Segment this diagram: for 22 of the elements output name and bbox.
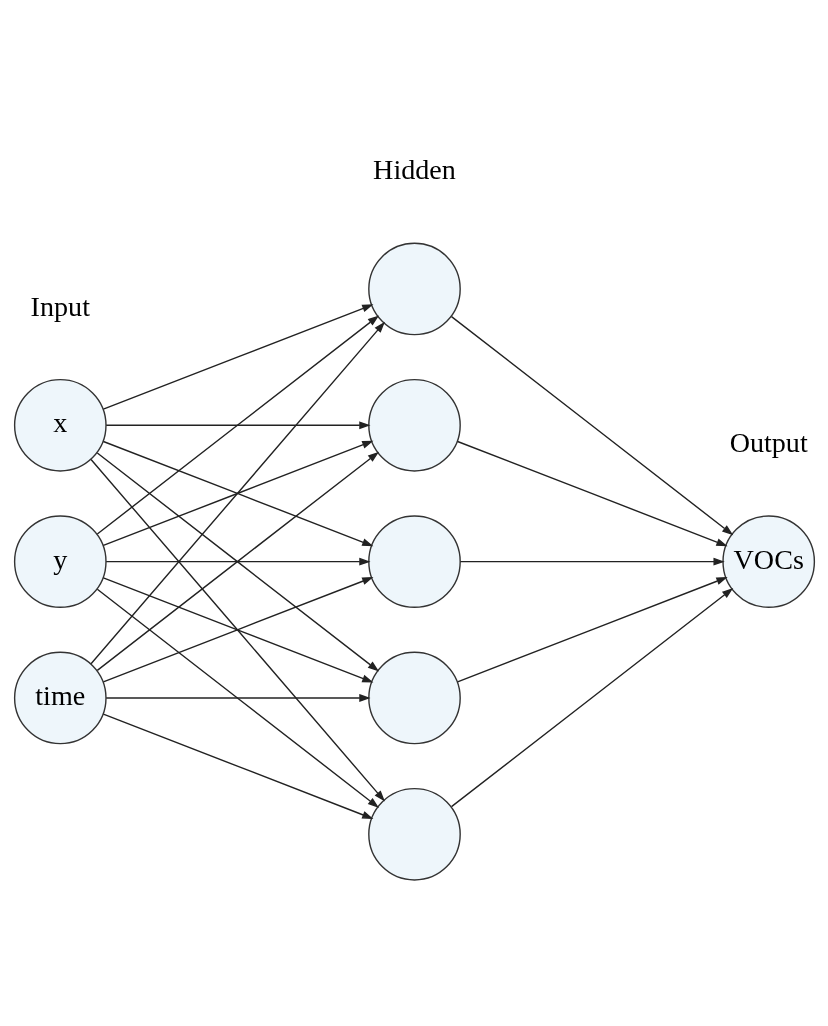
node-circle: x — [13, 378, 107, 472]
arrow — [105, 693, 371, 702]
node-circle: y — [13, 514, 107, 608]
arrow — [89, 458, 385, 802]
node-circle — [367, 514, 461, 608]
arrow — [102, 303, 373, 410]
node-circle: time — [13, 651, 107, 744]
arrow — [456, 440, 728, 546]
arrow — [89, 321, 385, 664]
arrow — [459, 557, 725, 566]
label: Output — [729, 426, 808, 458]
label: Hidden — [372, 153, 456, 185]
arrow — [96, 314, 379, 535]
arrow — [105, 557, 371, 566]
arrow — [105, 420, 371, 429]
label: Input — [30, 290, 90, 322]
arrow — [450, 315, 733, 535]
arrow — [450, 587, 733, 807]
arrow — [102, 440, 373, 546]
arrow — [96, 588, 379, 808]
arrow — [456, 576, 728, 682]
arrow — [102, 712, 373, 819]
